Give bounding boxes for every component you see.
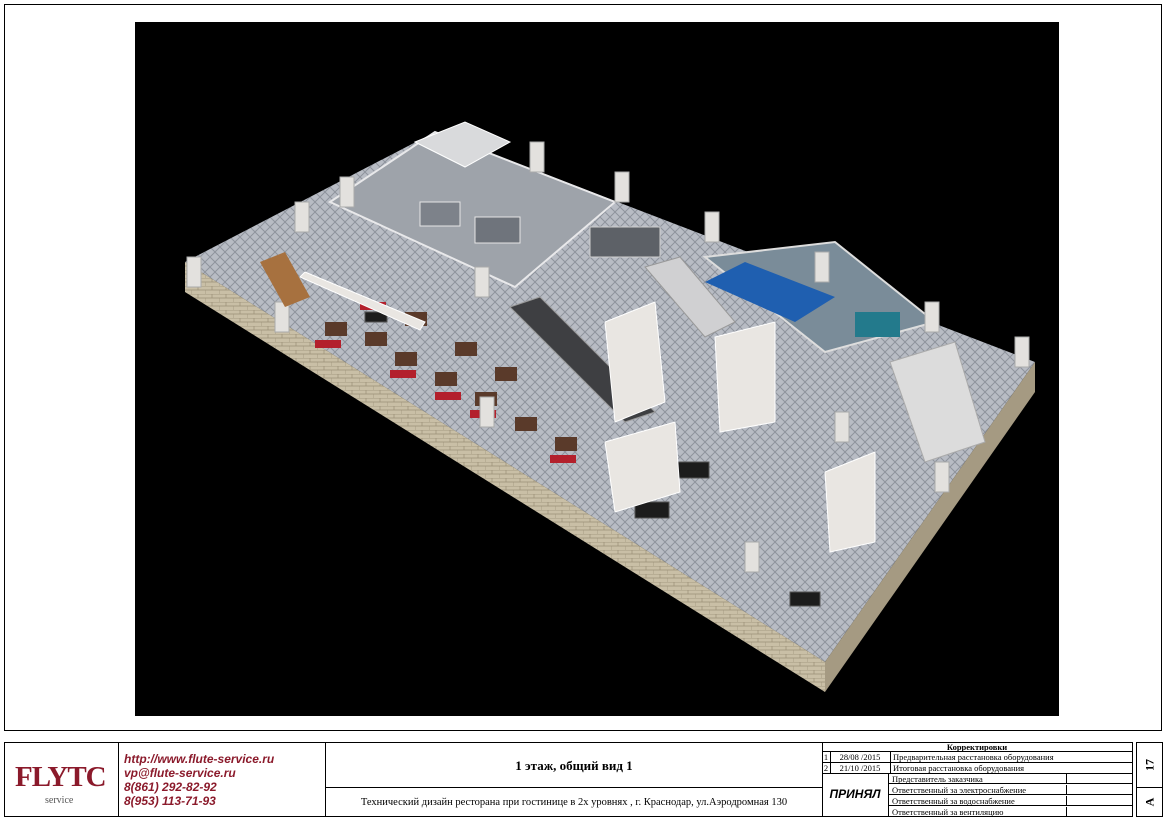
sheet-title: 1 этаж, общий вид 1 (515, 758, 633, 773)
front-wall-left (185, 262, 825, 692)
kitchen-equipment-2 (474, 216, 521, 244)
approval-row: Представитель заказчика (888, 774, 1132, 784)
staircase-right (889, 341, 986, 463)
floor-plan-render (135, 22, 1059, 716)
staircase-top (644, 256, 736, 338)
phone-1: 8(861) 292-82-92 (124, 780, 217, 794)
pump-unit (855, 312, 900, 337)
kitchen-equipment-3 (589, 226, 661, 258)
contacts: http://www.flute-service.ru vp@flute-ser… (118, 743, 326, 816)
svg-text:FLYTC: FLYTC (15, 761, 106, 793)
correction-row: 1 28/08 /2015 Предварительная расстановк… (822, 752, 1132, 763)
kitchen-block (413, 121, 512, 168)
isometric-floor-plan (185, 121, 1035, 692)
front-wall-right (825, 362, 1035, 692)
sheet-number: 17 (1142, 759, 1156, 771)
project-description: Технический дизайн ресторана при гостини… (360, 797, 788, 808)
approval-row: Ответственный за водоснабжение (888, 796, 1132, 806)
sheet-number-box: 17 A (1136, 742, 1163, 817)
sheet-title-cell: 1 этаж, общий вид 1 Технический дизайн р… (326, 743, 823, 816)
bar-counter (260, 252, 310, 307)
correction-row: 2 21/10 /2015 Итоговая расстановка обору… (822, 763, 1132, 774)
interior-walls (299, 271, 876, 553)
approval-row: Ответственный за электроснабжение (888, 785, 1132, 795)
columns (186, 141, 1030, 573)
black-sofas (364, 311, 821, 607)
phone-2: 8(953) 113-71-93 (124, 794, 216, 808)
email-link[interactable]: vp@flute-service.ru (124, 766, 236, 780)
corrections-header: Корректировки (822, 743, 1132, 752)
approval-row: Ответственный за вентиляцию (888, 807, 1132, 817)
blue-tank (705, 262, 835, 322)
sheet-format: A (1142, 797, 1156, 806)
drawing-frame (4, 4, 1162, 731)
title-block: FLYTC service http://www.flute-service.r… (4, 742, 1133, 817)
company-logo: FLYTC service (5, 743, 119, 816)
svg-text:service: service (45, 795, 74, 806)
accepted-label: ПРИНЯЛ (822, 773, 889, 816)
website-link[interactable]: http://www.flute-service.ru (124, 752, 275, 766)
corrections-approval: Корректировки 1 28/08 /2015 Предваритель… (822, 743, 1132, 817)
kitchen-equipment-1 (419, 201, 461, 227)
